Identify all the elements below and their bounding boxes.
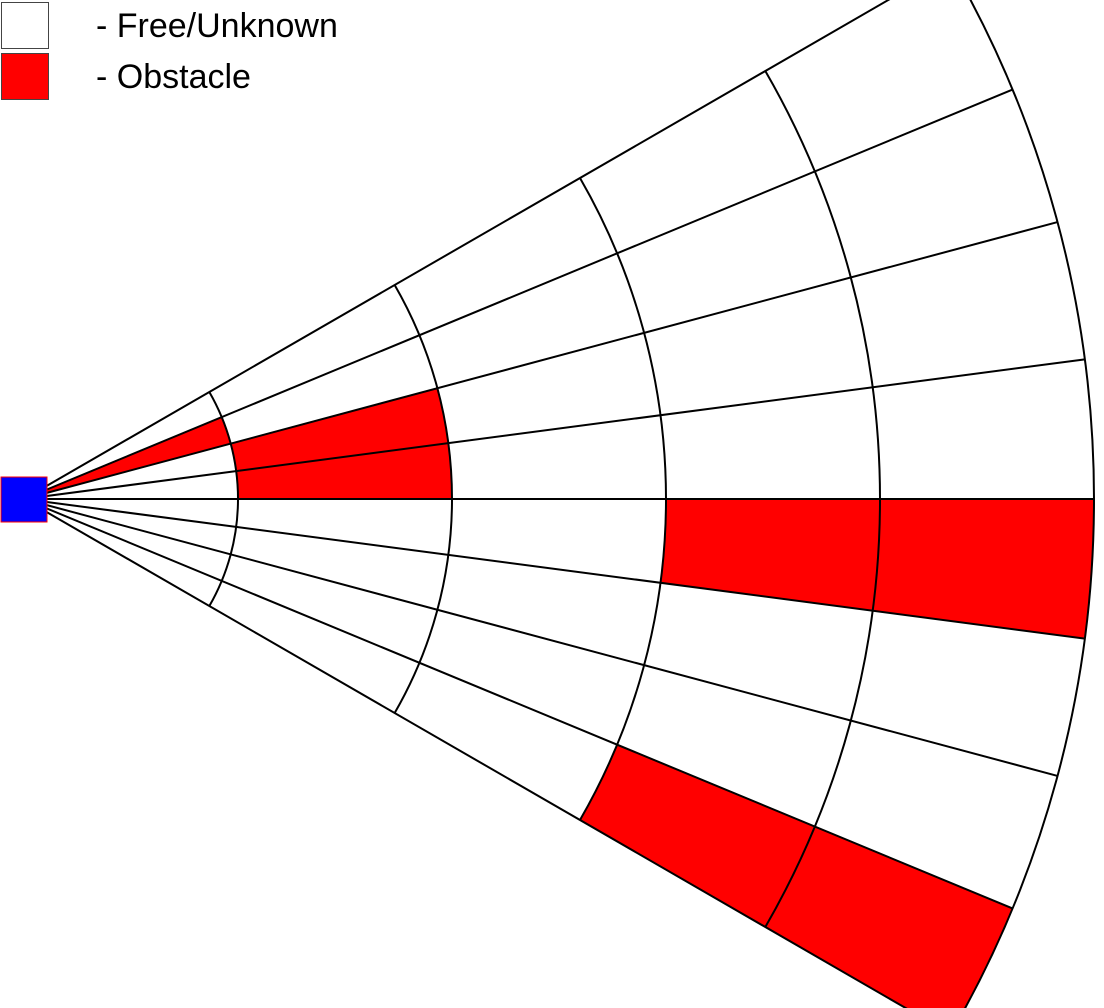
grid-cell-s1-r2-free bbox=[419, 253, 645, 389]
grid-cell-s4-r1-free bbox=[236, 499, 452, 555]
grid-cell-s7-r1-free bbox=[209, 580, 420, 713]
grid-cell-s2-r3-free bbox=[644, 277, 873, 416]
grid-cell-s5-r4-free bbox=[850, 610, 1085, 776]
range-arc-4 bbox=[764, 70, 881, 928]
grid-cell-s3-r4-free bbox=[872, 359, 1094, 499]
radial-line-3 bbox=[23, 358, 1085, 500]
range-arc-3 bbox=[579, 177, 667, 821]
legend-label-free: - Free/Unknown bbox=[96, 7, 338, 45]
grid-cell-s4-r4-obstacle bbox=[872, 499, 1094, 639]
legend-swatch-obstacle bbox=[1, 53, 49, 100]
grid-cell-s6-r2-free bbox=[419, 609, 645, 745]
radial-line-5 bbox=[23, 498, 1085, 640]
legend: - Free/Unknown - Obstacle bbox=[0, 0, 420, 104]
radial-line-0 bbox=[23, 0, 891, 500]
radial-line-2 bbox=[23, 221, 1058, 500]
grid-cell-s0-r0-free bbox=[24, 392, 222, 499]
grid-cell-s3-r3-free bbox=[660, 387, 880, 499]
grid-cell-s2-r4-free bbox=[850, 222, 1085, 388]
sensor-group bbox=[0, 476, 48, 523]
legend-item-obstacle: - Obstacle bbox=[0, 53, 420, 101]
grid-cell-s1-r4-free bbox=[814, 89, 1058, 278]
radial-line-8 bbox=[23, 498, 908, 1008]
grid-cell-s1-r1-free bbox=[221, 335, 438, 444]
grid-cell-s0-r4-free bbox=[765, 0, 1013, 172]
grid-cell-s5-r3-free bbox=[644, 582, 873, 721]
grid-cell-s7-r3-obstacle bbox=[579, 744, 815, 927]
legend-swatch-free bbox=[1, 2, 49, 49]
radial-line-1 bbox=[23, 88, 1013, 500]
grid-cell-s7-r2-free bbox=[394, 662, 618, 820]
radial-line-7 bbox=[23, 498, 1013, 910]
grid-cells bbox=[24, 0, 1094, 1008]
grid-cell-s6-r1-free bbox=[221, 554, 438, 663]
grid-cell-s5-r1-free bbox=[230, 526, 449, 610]
range-arc-2 bbox=[393, 284, 453, 714]
grid-cell-s5-r2-free bbox=[437, 554, 661, 666]
grid-cell-s0-r1-free bbox=[209, 285, 420, 418]
grid-lines bbox=[23, 0, 1095, 1008]
grid-cell-s6-r4-free bbox=[814, 720, 1058, 909]
grid-cell-s2-r1-obstacle bbox=[230, 388, 449, 472]
grid-cell-s7-r0-free bbox=[24, 499, 222, 606]
grid-cell-s0-r2-free bbox=[394, 178, 618, 336]
legend-label-obstacle: - Obstacle bbox=[96, 58, 251, 96]
legend-item-free: - Free/Unknown bbox=[0, 2, 420, 50]
range-arc-5 bbox=[964, 0, 1095, 1008]
range-arc-1 bbox=[208, 391, 239, 607]
grid-cell-s3-r1-obstacle bbox=[236, 443, 452, 499]
grid-cell-s2-r2-free bbox=[437, 332, 661, 444]
grid-cell-s4-r3-obstacle bbox=[660, 499, 880, 611]
radial-line-6 bbox=[23, 498, 1058, 777]
sensor-robot bbox=[0, 476, 48, 523]
grid-cell-s0-r3-free bbox=[579, 71, 815, 254]
